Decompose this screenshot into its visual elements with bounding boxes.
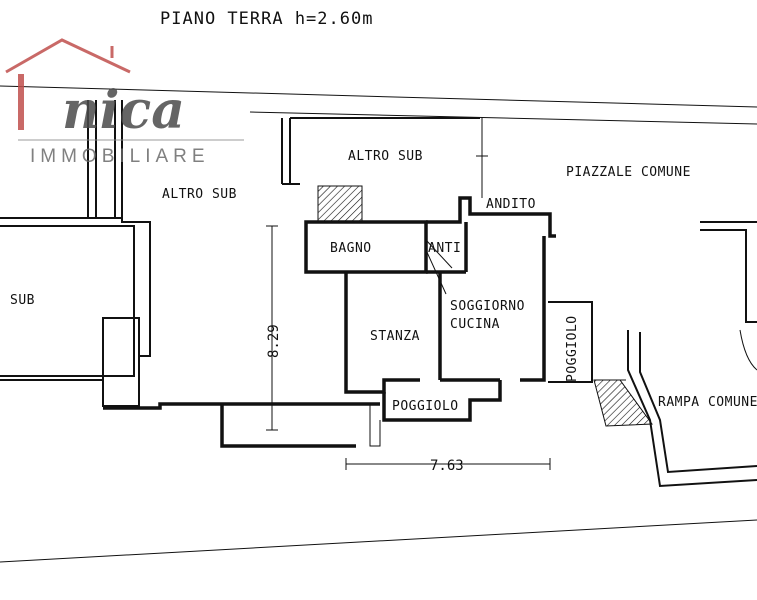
room-label-anti: ANTI: [428, 241, 461, 256]
logo-wordmark: nica: [62, 80, 185, 141]
room-labels: ALTRO SUB ALTRO SUB PIAZZALE COMUNE ANDITO B…: [10, 149, 757, 414]
logo-roof-icon: [5, 38, 131, 74]
room-label-piazzale-comune: PIAZZALE COMUNE: [566, 165, 691, 180]
room-label-poggiolo-bottom: POGGIOLO: [392, 399, 459, 414]
room-label-andito: ANDITO: [486, 197, 536, 212]
room-label-altro-sub-top: ALTRO SUB: [348, 149, 423, 164]
agency-logo: nica IMMOBILIARE: [5, 38, 244, 167]
room-label-sub: SUB: [10, 293, 35, 308]
dimension-width-label: 7.63: [430, 458, 464, 474]
dimension-lines: [266, 118, 551, 470]
logo-tagline: IMMOBILIARE: [30, 146, 210, 167]
plan-title: PIANO TERRA h=2.60m: [160, 9, 373, 29]
dimension-height-label: 8.29: [266, 324, 282, 358]
left-walls: [0, 100, 380, 448]
apartment-walls: [304, 196, 593, 447]
rampa-structure: [593, 221, 757, 488]
site-lines: [0, 85, 757, 563]
room-label-bagno: BAGNO: [330, 241, 372, 256]
room-label-altro-sub-left: ALTRO SUB: [162, 187, 237, 202]
room-label-rampa: RAMPA COMUNE: [658, 395, 757, 410]
room-label-stanza: STANZA: [370, 329, 420, 344]
altro-sub-walls: [281, 117, 480, 223]
room-label-poggiolo-right: POGGIOLO: [565, 315, 580, 382]
